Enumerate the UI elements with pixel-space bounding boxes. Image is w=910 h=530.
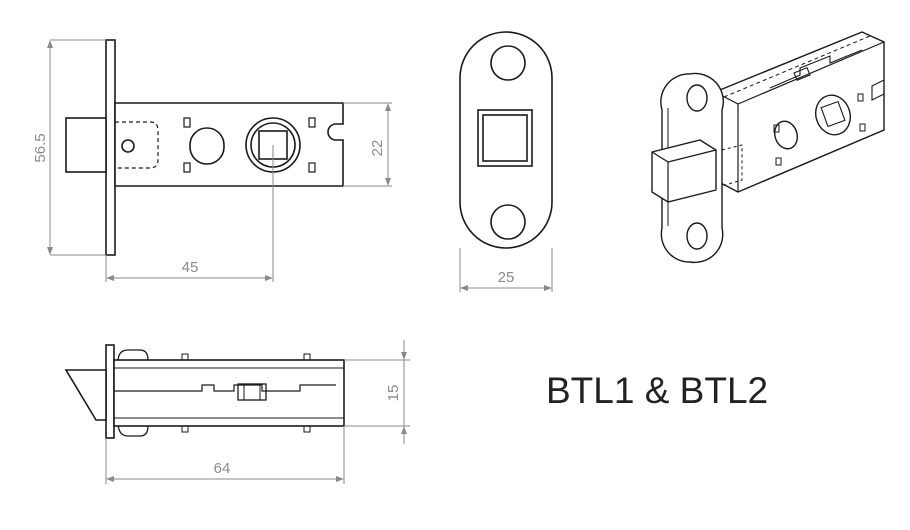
faceplate-view (459, 31, 553, 249)
faceplate-dimensions (459, 248, 553, 292)
dimension-overall-length: 64 (214, 460, 231, 477)
dimension-case-height: 22 (369, 140, 386, 157)
product-title: BTL1 & BTL2 (546, 370, 769, 411)
dimension-height-overall: 56.5 (32, 133, 49, 162)
front-view (65, 39, 344, 256)
dimension-backset: 45 (182, 259, 199, 276)
dimension-faceplate-width: 25 (498, 269, 515, 286)
front-view-dimensions (47, 39, 392, 282)
side-view-dimensions (105, 340, 410, 484)
dimension-case-depth: 15 (385, 385, 402, 402)
side-view (64, 344, 345, 439)
isometric-view (651, 31, 885, 264)
